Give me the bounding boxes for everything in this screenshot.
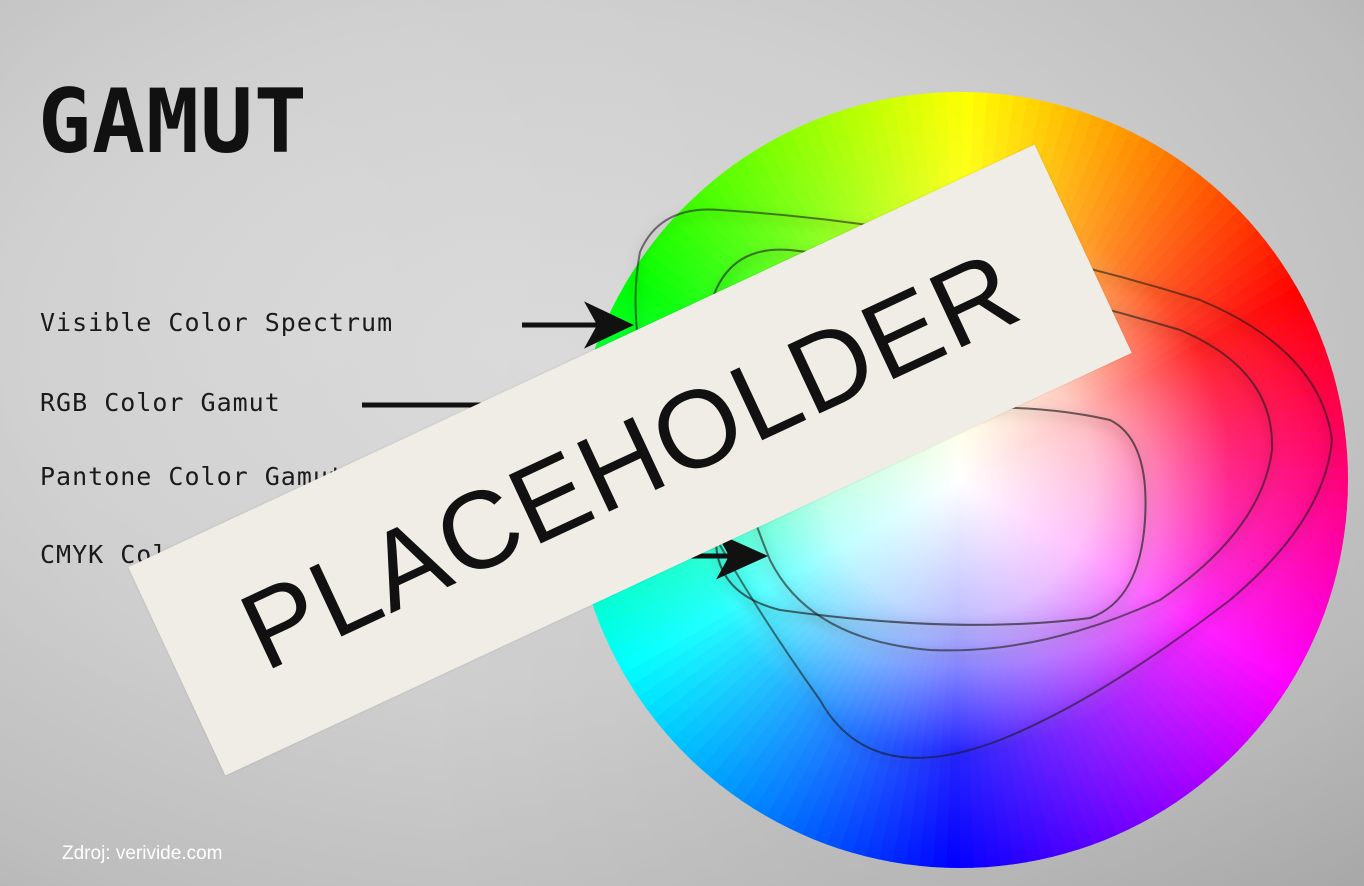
label-visible-color-spectrum: Visible Color Spectrum xyxy=(40,308,394,337)
source-credit: Zdroj: verivide.com xyxy=(62,843,223,864)
arrow-icon xyxy=(584,301,634,349)
label-rgb-color-gamut: RGB Color Gamut xyxy=(40,388,281,417)
arrow-icon xyxy=(716,532,769,580)
page-title: GAMUT xyxy=(38,70,308,173)
arrow-visible-spectrum xyxy=(522,301,634,349)
label-pantone-color-gamut: Pantone Color Gamut xyxy=(40,462,345,491)
